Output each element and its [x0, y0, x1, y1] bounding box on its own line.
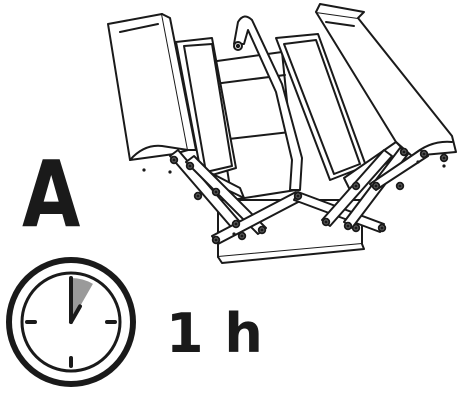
toolbox-left-arms	[169, 149, 303, 245]
toolbox-handle	[233, 15, 303, 191]
clock-hour-hand	[69, 304, 82, 324]
difficulty-label: A	[22, 141, 80, 248]
cantilever-toolbox-icon	[107, 3, 457, 264]
clock-icon	[6, 257, 136, 387]
duration-label: 1 h	[166, 302, 264, 365]
toolbox-rivets	[142, 160, 446, 236]
toolbox-right-arms	[293, 147, 449, 233]
